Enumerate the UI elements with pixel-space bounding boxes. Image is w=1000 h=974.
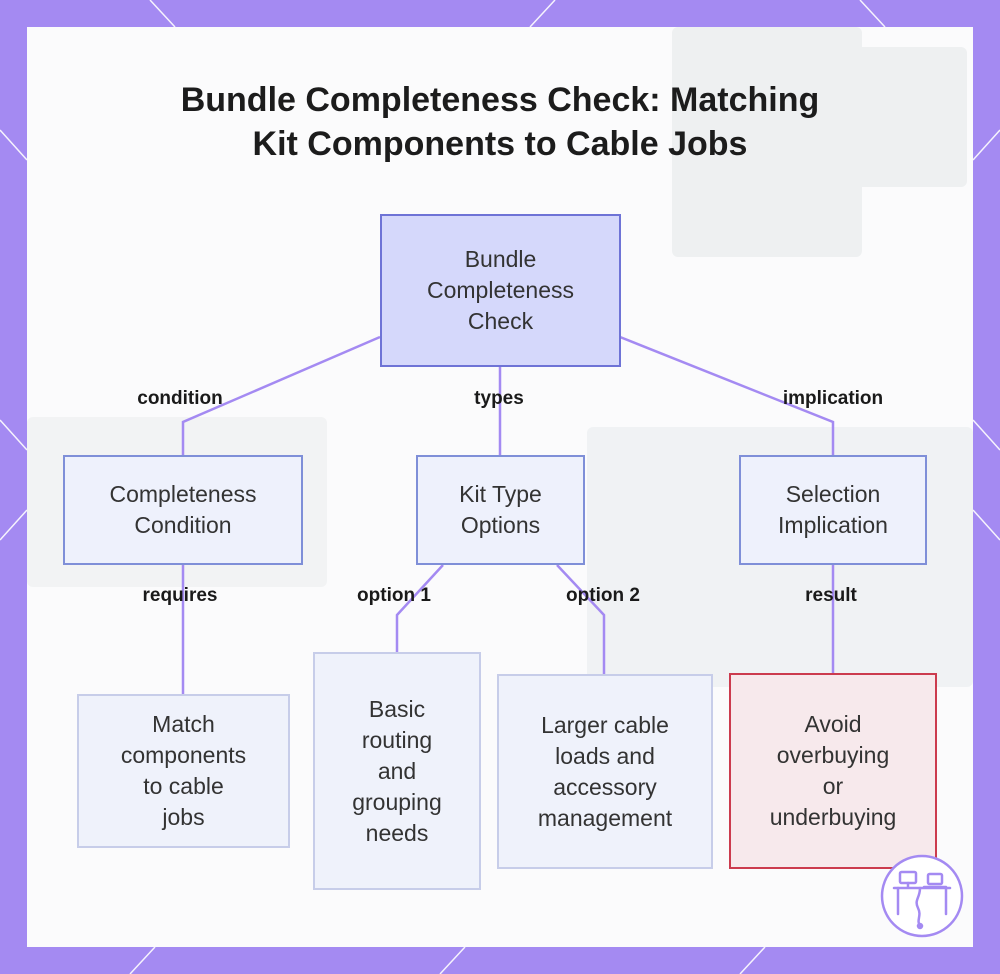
node-line: Implication [778, 512, 888, 538]
node-line: accessory [553, 773, 657, 800]
node-line: jobs [162, 804, 205, 830]
node-line: to cable [143, 773, 224, 799]
node-line: Selection [785, 481, 881, 507]
node-selection-implication: Selection Implication [739, 455, 927, 565]
edge-label-requires: requires [142, 585, 218, 606]
node-root: Bundle Completeness Check [380, 214, 621, 367]
title-line-2: Kit Components to Cable Jobs [252, 125, 748, 163]
node-line: Completeness [109, 481, 257, 507]
edge-option-1 [395, 564, 444, 652]
edge-label-types: types [474, 388, 524, 409]
node-root-line: Check [467, 308, 534, 334]
diagram-title: Bundle Completeness Check: Matching Kit … [0, 78, 1000, 166]
node-line: or [822, 773, 844, 799]
node-line: underbuying [769, 804, 897, 830]
node-avoid-overbuying: Avoid overbuying or underbuying [729, 673, 937, 869]
edge-label-option-2: option 2 [566, 585, 640, 606]
node-root-line: Bundle [464, 246, 537, 272]
node-completeness-condition: Completeness Condition [63, 455, 303, 565]
node-basic-routing: Basic routing and grouping needs [313, 652, 481, 890]
workstation-cable-icon [880, 854, 964, 938]
node-line: Condition [134, 512, 232, 538]
node-line: Basic [368, 695, 426, 722]
node-line: needs [365, 819, 429, 846]
node-kit-type-options: Kit Type Options [416, 455, 585, 565]
node-match-components: Match components to cable jobs [77, 694, 290, 848]
node-line: Options [460, 512, 541, 538]
node-root-line: Completeness [426, 277, 575, 303]
edge-label-result: result [805, 585, 857, 606]
edge-option-2 [556, 564, 606, 674]
node-line: Avoid [804, 711, 862, 737]
edge-label-option-1: option 1 [357, 585, 431, 606]
node-line: management [537, 804, 673, 831]
node-line: overbuying [776, 742, 890, 768]
background-shape [827, 47, 967, 187]
node-line: grouping [352, 788, 442, 815]
node-line: components [120, 742, 247, 768]
title-line-1: Bundle Completeness Check: Matching [180, 81, 820, 119]
node-larger-cable-loads: Larger cable loads and accessory managem… [497, 674, 713, 869]
node-line: Match [152, 711, 215, 737]
edge-label-implication: implication [782, 388, 884, 409]
node-line: Kit Type [459, 481, 542, 507]
node-line: Larger cable [541, 711, 669, 738]
edge-implication [619, 335, 835, 455]
node-line: routing [361, 726, 433, 753]
node-line: and [377, 757, 417, 784]
edge-condition [181, 335, 381, 455]
edge-label-condition: condition [137, 388, 223, 409]
node-line: loads and [555, 742, 655, 769]
